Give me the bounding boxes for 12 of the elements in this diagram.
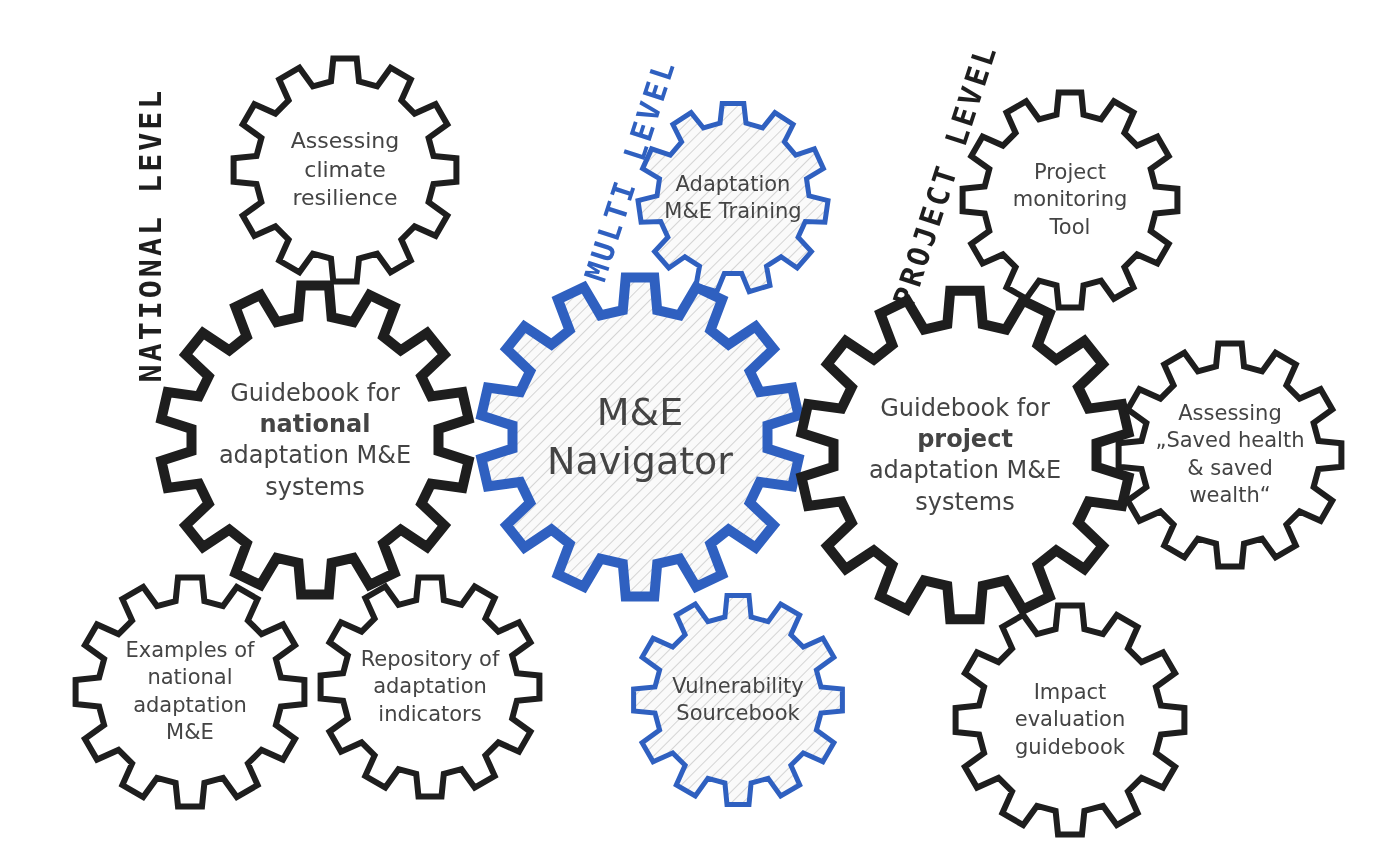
gear-label: Guidebook for national adaptation M&E systems <box>217 377 413 503</box>
gear-label: Assessing climate resilience <box>289 127 401 213</box>
gear-label: Assessing „Saved health & saved wealth“ <box>1155 400 1305 510</box>
gear-label: Vulnerability Sourcebook <box>671 672 805 727</box>
gear-label: M&E Navigator <box>546 388 734 485</box>
gear-label: Project monitoring Tool <box>1011 159 1129 241</box>
gear-label: Adaptation M&E Training <box>663 170 803 225</box>
level-heading: NATIONAL LEVEL <box>132 87 168 383</box>
gear-label: Impact evaluation guidebook <box>1013 679 1127 761</box>
gear-label: Guidebook for project adaptation M&E systems <box>867 392 1063 518</box>
gear-label: Repository of adaptation indicators <box>359 646 501 728</box>
gear-label: Examples of national adaptation M&E <box>124 637 256 747</box>
